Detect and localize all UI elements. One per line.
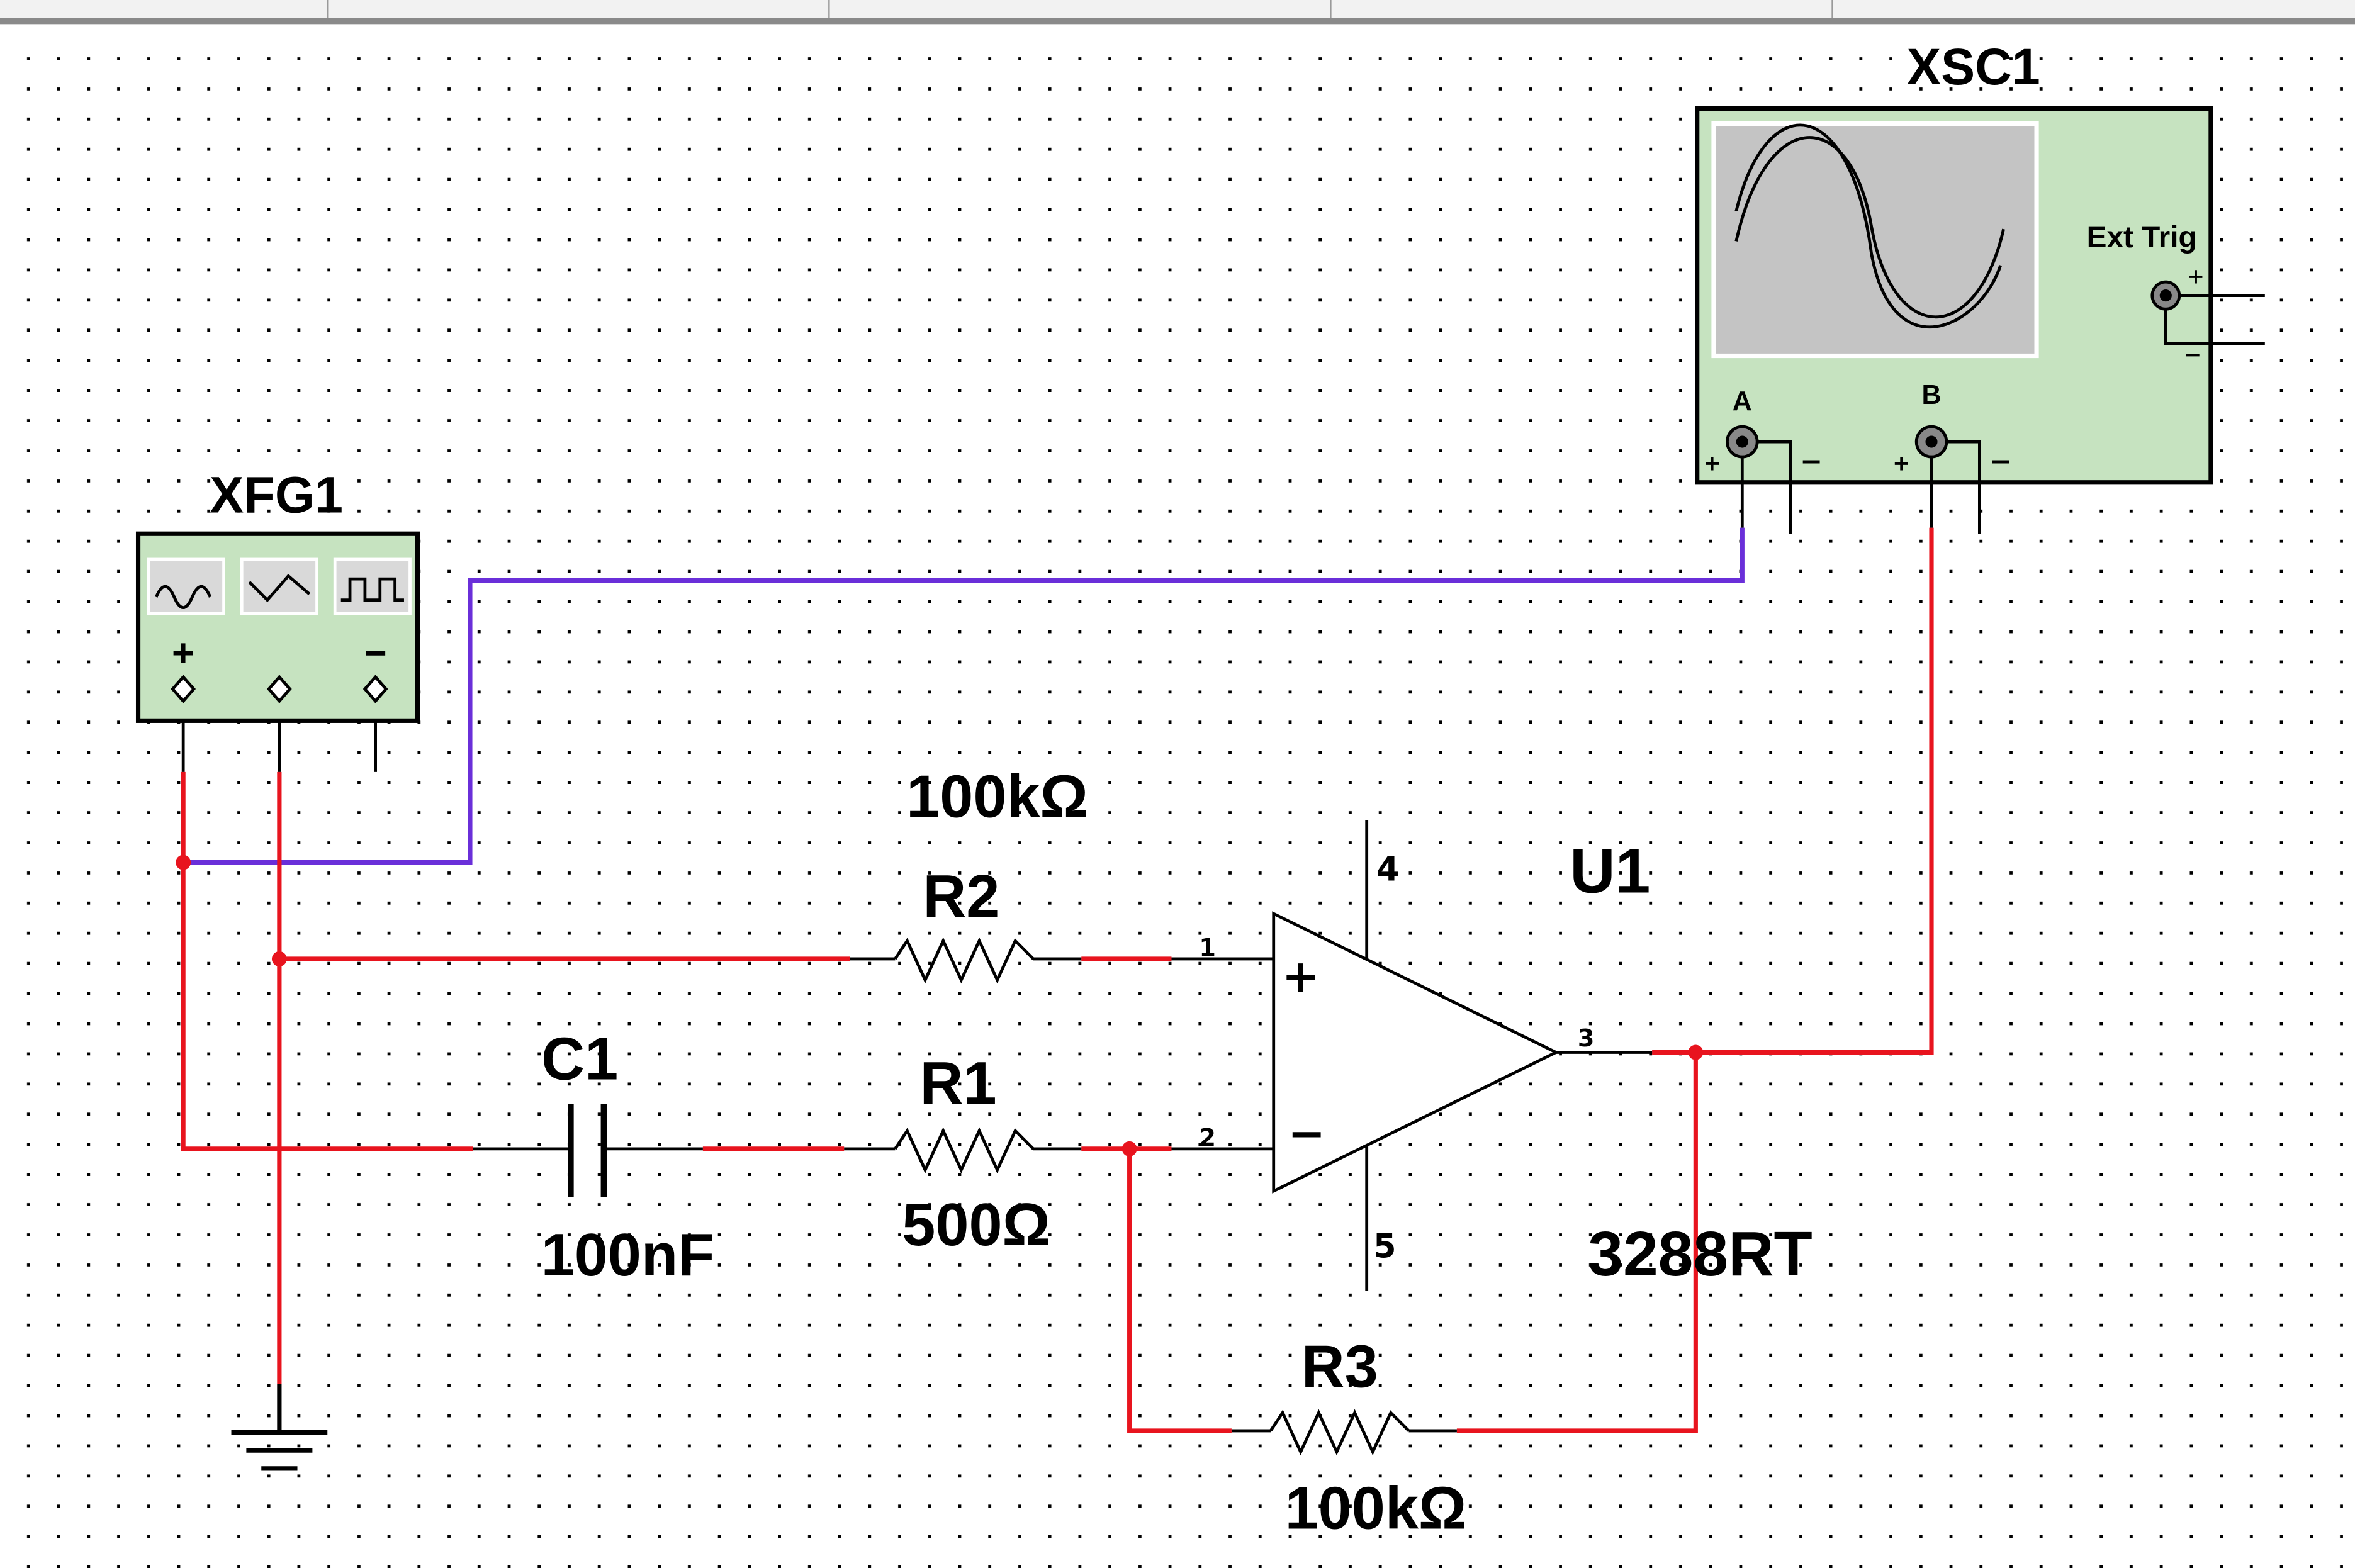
r2-name-label: R2	[923, 863, 999, 930]
r3-value-label: 100kΩ	[1285, 1475, 1467, 1542]
opamp-u1[interactable]	[1272, 820, 1560, 1291]
square-wave-icon[interactable]	[333, 557, 412, 615]
oscilloscope-xsc1[interactable]	[1695, 106, 2265, 534]
xfg1-label: XFG1	[210, 467, 343, 524]
opamp-pin-4-label: 4	[1376, 850, 1400, 888]
xfg1-plus-label: +	[172, 632, 194, 675]
xsc1-label: XSC1	[1907, 38, 2040, 96]
waveform-b-icon	[1734, 123, 2003, 329]
opamp-pin-1-label: 1	[1199, 934, 1216, 962]
c1-name-label: C1	[541, 1025, 618, 1092]
r1-value-label: 500Ω	[902, 1191, 1050, 1258]
channel-a-terminal[interactable]	[1726, 425, 1792, 534]
channel-a-minus-label: −	[1800, 446, 1823, 478]
scope-screen	[1711, 121, 2039, 359]
r1-name-label: R1	[920, 1050, 997, 1117]
opamp-pin-2-label: 2	[1199, 1124, 1216, 1152]
waveform-a-icon	[1734, 136, 2005, 318]
function-generator-xfg1[interactable]	[135, 531, 420, 723]
channel-b-label: B	[1922, 380, 1942, 410]
opamp-plus-label: +	[1282, 950, 1320, 1003]
wire-scope-a[interactable]	[183, 527, 1745, 865]
channel-b-plus-label: +	[1892, 451, 1910, 476]
xfg1-terminal-minus[interactable]	[363, 675, 388, 703]
channel-a-label: A	[1733, 386, 1752, 417]
triangle-wave-icon[interactable]	[240, 557, 318, 615]
ext-trig-minus-label: −	[2184, 342, 2201, 367]
wire-gen-plus[interactable]	[181, 771, 473, 1151]
c1-value-label: 100nF	[541, 1221, 715, 1289]
wire-feedback-right[interactable]	[1456, 1052, 1698, 1433]
wire-junctions	[176, 854, 1704, 1156]
ext-trig-plus-label: +	[2187, 264, 2205, 288]
u1-model-label: 3288RT	[1588, 1219, 1813, 1289]
xfg1-terminal-plus[interactable]	[171, 675, 196, 703]
resistor-r3[interactable]	[1269, 1409, 1410, 1456]
xfg1-terminal-common[interactable]	[267, 675, 292, 703]
r2-value-label: 100kΩ	[906, 763, 1088, 831]
ext-trig-terminal[interactable]	[2150, 280, 2265, 345]
ground-symbol[interactable]	[231, 1384, 328, 1471]
channel-a-plus-label: +	[1704, 451, 1721, 476]
xfg1-minus-label: −	[364, 632, 387, 675]
sine-wave-icon[interactable]	[147, 557, 225, 615]
opamp-minus-label: −	[1288, 1107, 1325, 1160]
ext-trig-label: Ext Trig	[2087, 221, 2197, 254]
channel-b-minus-label: −	[1989, 446, 2012, 478]
opamp-pin-3-label: 3	[1578, 1024, 1595, 1053]
r3-name-label: R3	[1301, 1333, 1378, 1400]
capacitor-c1[interactable]	[568, 1103, 607, 1197]
wire-output-scope-b[interactable]	[1652, 527, 1934, 1055]
channel-b-terminal[interactable]	[1914, 425, 1981, 534]
wire-feedback-left[interactable]	[1127, 1148, 1232, 1433]
top-ruler	[0, 0, 2355, 25]
u1-name-label: U1	[1570, 836, 1650, 906]
resistor-r1[interactable]	[894, 1127, 1035, 1174]
opamp-pin-5-label: 5	[1373, 1227, 1397, 1265]
resistor-r2[interactable]	[894, 937, 1035, 984]
